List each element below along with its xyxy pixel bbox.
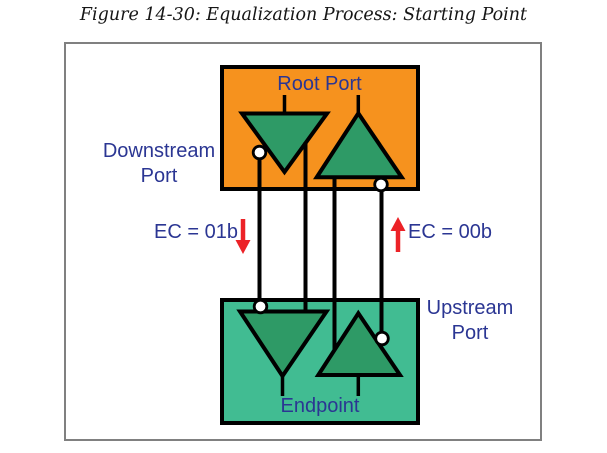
root-rx-node-icon [373,176,389,193]
ec-down-arrow-icon [235,219,251,254]
ec-downstream-value: EC = 01b [154,221,238,243]
ec-up-arrow-icon [390,217,406,252]
figure-caption: Figure 14-30: Equalization Process: Star… [79,5,528,25]
downstream-port-label-line2: Port [140,165,178,187]
upstream-port-label-line2: Port [451,322,489,344]
upstream-port-label: Upstream Port [420,296,520,346]
root-rx-triangle-icon [313,109,406,180]
endpoint-label: Endpoint [280,395,360,417]
root-tx-node-icon [251,144,268,161]
ec-upstream-value: EC = 00b [408,221,492,243]
downstream-port-label: Downstream Port [84,139,234,189]
endpoint-tx-node-icon [374,330,390,347]
downstream-port-label-line1: Downstream [102,140,216,162]
endpoint-rx-node-icon [252,298,269,315]
upstream-port-label-line1: Upstream [426,297,514,319]
endpoint-down-triangle-icon [236,309,331,380]
root-port-label: Root Port [277,73,362,95]
